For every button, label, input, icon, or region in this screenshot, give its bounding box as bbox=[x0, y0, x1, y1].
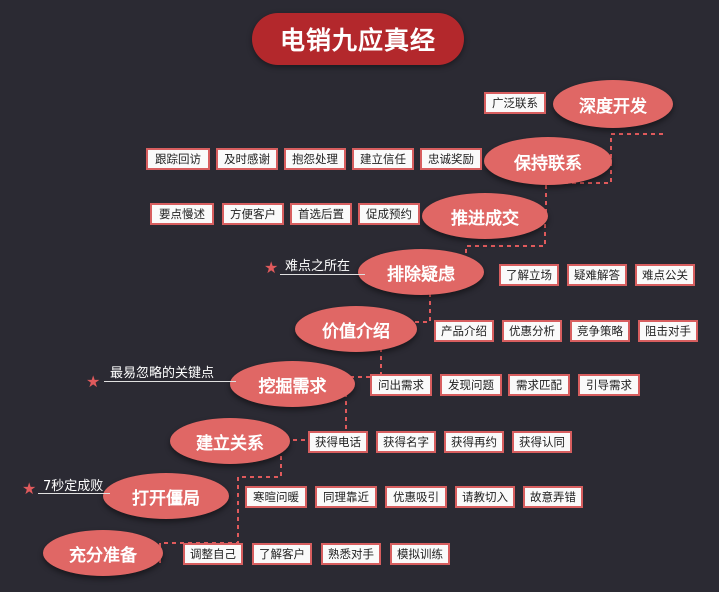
step-break-ice-tag: 寒暄问暖 bbox=[245, 486, 307, 508]
step-keep-contact-tag: 建立信任 bbox=[352, 148, 414, 170]
step-remove-doubts-tag: 了解立场 bbox=[499, 264, 559, 286]
step-break-ice-tag: 请教切入 bbox=[455, 486, 515, 508]
star-icon: ★ bbox=[86, 372, 101, 391]
step-preparation-tag: 调整自己 bbox=[183, 543, 243, 565]
step-build-relationship-tag: 获得名字 bbox=[376, 431, 436, 453]
note-underline bbox=[38, 493, 110, 494]
step-preparation-tag: 模拟训练 bbox=[390, 543, 450, 565]
step-remove-doubts-tag: 难点公关 bbox=[635, 264, 695, 286]
note-underline bbox=[104, 381, 236, 382]
step-discover-needs-tag: 引导需求 bbox=[578, 374, 640, 396]
note-seven-seconds: 7秒定成败 bbox=[43, 479, 104, 494]
step-value-intro-tag: 优惠分析 bbox=[502, 320, 562, 342]
step-discover-needs-tag: 问出需求 bbox=[370, 374, 432, 396]
note-difficulty: 难点之所在 bbox=[285, 259, 351, 274]
step-deep-development-tag: 广泛联系 bbox=[484, 92, 546, 114]
step-close-deal-tag: 方便客户 bbox=[222, 203, 284, 225]
step-close-deal-tag: 要点慢述 bbox=[150, 203, 214, 225]
step-discover-needs-tag: 需求匹配 bbox=[508, 374, 570, 396]
step-value-intro: 价值介绍 bbox=[295, 306, 417, 352]
step-keep-contact-tag: 跟踪回访 bbox=[146, 148, 210, 170]
step-value-intro-tag: 竞争策略 bbox=[570, 320, 630, 342]
step-break-ice-tag: 故意弄错 bbox=[523, 486, 583, 508]
step-preparation: 充分准备 bbox=[43, 530, 163, 576]
star-icon: ★ bbox=[264, 258, 279, 277]
step-build-relationship-tag: 获得认同 bbox=[512, 431, 572, 453]
step-keep-contact: 保持联系 bbox=[484, 137, 612, 185]
step-remove-doubts: 排除疑虑 bbox=[358, 249, 484, 295]
step-remove-doubts-tag: 疑难解答 bbox=[567, 264, 627, 286]
step-build-relationship-tag: 获得电话 bbox=[308, 431, 368, 453]
step-break-ice-tag: 优惠吸引 bbox=[385, 486, 447, 508]
step-keep-contact-tag: 及时感谢 bbox=[216, 148, 278, 170]
step-keep-contact-tag: 忠诚奖励 bbox=[420, 148, 482, 170]
step-break-ice-tag: 同理靠近 bbox=[315, 486, 377, 508]
step-close-deal: 推进成交 bbox=[422, 193, 548, 239]
note-key-point: 最易忽略的关键点 bbox=[110, 366, 215, 381]
step-preparation-tag: 熟悉对手 bbox=[321, 543, 381, 565]
step-discover-needs: 挖掘需求 bbox=[230, 361, 355, 407]
step-break-ice: 打开僵局 bbox=[103, 473, 229, 519]
step-close-deal-tag: 促成预约 bbox=[358, 203, 420, 225]
step-value-intro-tag: 阻击对手 bbox=[638, 320, 698, 342]
star-icon: ★ bbox=[22, 479, 37, 498]
step-deep-development: 深度开发 bbox=[553, 80, 673, 128]
note-underline bbox=[280, 274, 365, 275]
step-close-deal-tag: 首选后置 bbox=[290, 203, 352, 225]
step-keep-contact-tag: 抱怨处理 bbox=[284, 148, 346, 170]
step-preparation-tag: 了解客户 bbox=[252, 543, 312, 565]
step-build-relationship: 建立关系 bbox=[170, 418, 290, 464]
step-discover-needs-tag: 发现问题 bbox=[440, 374, 502, 396]
step-build-relationship-tag: 获得再约 bbox=[444, 431, 504, 453]
diagram-title: 电销九应真经 bbox=[252, 13, 464, 65]
step-value-intro-tag: 产品介绍 bbox=[434, 320, 494, 342]
